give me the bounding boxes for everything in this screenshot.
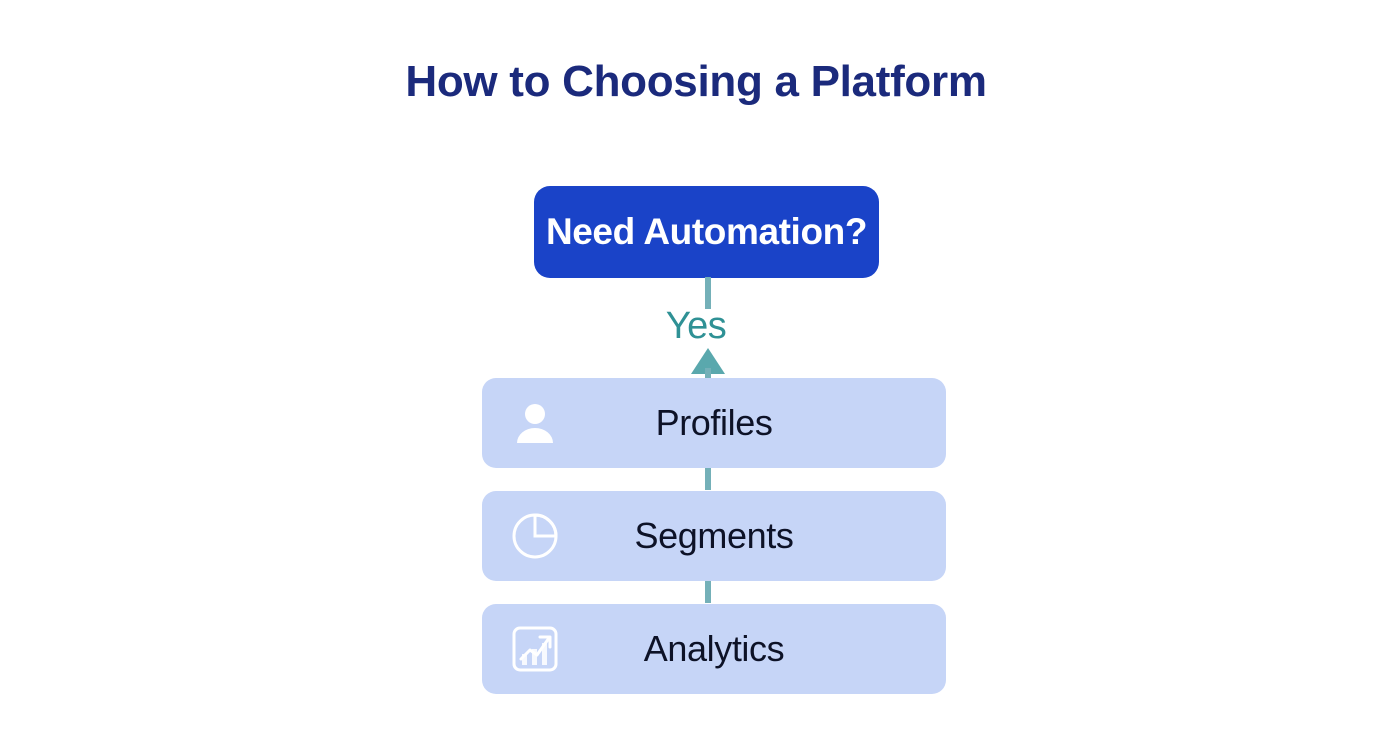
page-title: How to Choosing a Platform [405, 57, 987, 106]
decision-node-label: Need Automation? [545, 211, 868, 252]
decision-node-need-automation[interactable]: Need Automation? [534, 186, 879, 278]
connector-line-decision-to-yes [705, 277, 711, 309]
option-row-label: Analytics [643, 628, 785, 669]
connector-line-arrow-stem [705, 368, 711, 382]
option-row-label: Profiles [655, 402, 773, 443]
option-row-profiles[interactable]: Profiles [482, 378, 946, 468]
option-row-analytics[interactable]: Analytics [482, 604, 946, 694]
edge-label-yes: Yes [665, 305, 727, 347]
connector-line-segments-to-analytics [705, 580, 711, 603]
connector-line-profiles-to-segments [705, 466, 711, 490]
pie-chart-icon [508, 509, 562, 563]
trending-up-chart-icon [508, 622, 562, 676]
person-icon [508, 396, 562, 450]
option-row-segments[interactable]: Segments [482, 491, 946, 581]
option-row-label: Segments [634, 515, 794, 556]
